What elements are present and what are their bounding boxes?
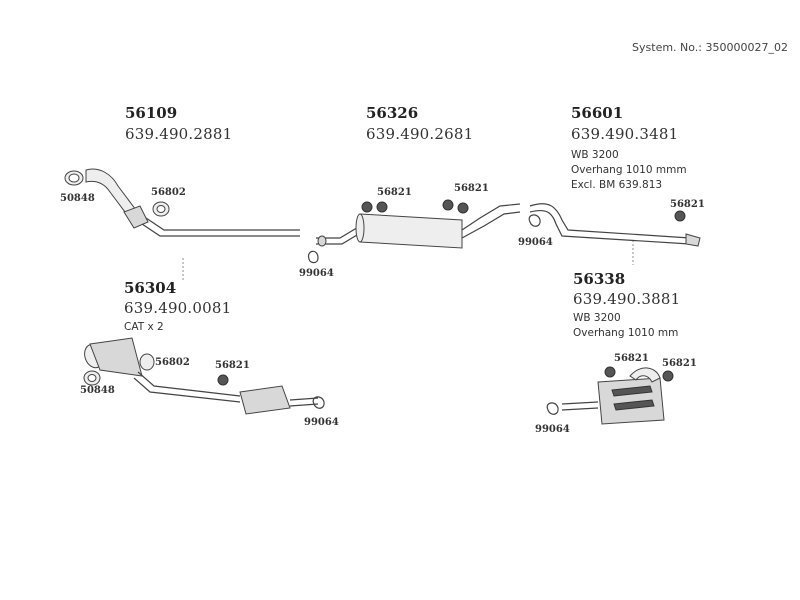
gasket-56802-bottom [139, 353, 155, 371]
label-50848-top: 50848 [60, 193, 95, 204]
label-99064-c: 99064 [304, 417, 339, 428]
ring-56821-a [361, 201, 373, 213]
ring-56821-b [442, 199, 454, 211]
label-56821-a: 56821 [377, 187, 412, 198]
cat-outlet-pipe [289, 397, 319, 407]
alt-muffler-body [597, 377, 665, 425]
part-number-rear-muffler: 56601 [571, 104, 624, 122]
alt-inlet-pipe [561, 401, 599, 411]
tail-pipe-up [629, 367, 661, 383]
front-pipe-56109 [64, 168, 300, 237]
center-muffler-body [359, 213, 463, 249]
note-line: WB 3200 [571, 149, 619, 161]
clamp-99064-c [312, 396, 325, 409]
clamp-99064-a [307, 250, 319, 264]
rear-muffler-56338 [546, 366, 674, 425]
clamp-99064-d [546, 402, 559, 415]
clamp-99064-b [528, 214, 541, 227]
part-number-rear-muffler-alt: 56338 [573, 270, 626, 288]
rear-muffler-alt-notes: WB 3200 Overhang 1010 mm [573, 311, 678, 341]
label-56802-top: 56802 [151, 187, 186, 198]
label-99064-d: 99064 [535, 424, 570, 435]
note-line: Overhang 1010 mm [573, 327, 679, 339]
second-cat-body [239, 385, 291, 415]
label-56821-e: 56821 [614, 353, 649, 364]
note-line: Overhang 1010 mmm [571, 164, 687, 176]
part-number-front-pipe: 56109 [125, 104, 178, 122]
system-number: System. No.: 350000027_02 [632, 41, 788, 54]
front-pipe-body [141, 217, 300, 237]
rear-pipe-body [529, 203, 691, 245]
part-number-center-muffler: 56326 [366, 104, 419, 122]
cat-pipe-body [133, 371, 241, 403]
cat-converter-body [89, 337, 143, 377]
label-99064-a: 99064 [299, 268, 334, 279]
gasket-hole [87, 374, 97, 382]
label-56821-b: 56821 [454, 183, 489, 194]
cat-pipe-56304 [83, 337, 325, 415]
label-56821-f: 56821 [662, 358, 697, 369]
oem-number-cat-pipe: 639.490.0081 [124, 299, 232, 317]
note-line: Excl. BM 639.813 [571, 179, 663, 191]
ring-56821-b2 [457, 202, 469, 214]
cat-pipe-note: CAT x 2 [124, 321, 164, 333]
label-50848-bottom: 50848 [80, 385, 115, 396]
label-99064-b: 99064 [518, 237, 553, 248]
oem-number-center-muffler: 639.490.2681 [366, 125, 474, 143]
muffler-cap [355, 213, 365, 243]
ring-56821-e [604, 366, 616, 378]
y-pipe-inlet [85, 168, 137, 217]
gasket-hole [156, 205, 166, 213]
oem-number-rear-muffler-alt: 639.490.3881 [573, 290, 681, 308]
note-line: WB 3200 [573, 312, 621, 324]
ring-56821-d [217, 374, 229, 386]
center-muffler-56326 [307, 199, 521, 264]
rear-muffler-notes: WB 3200 Overhang 1010 mmm Excl. BM 639.8… [571, 148, 687, 193]
center-outlet-pipe [461, 203, 521, 239]
label-56821-c: 56821 [670, 199, 705, 210]
ring-56821-a2 [376, 201, 388, 213]
tail-tip [685, 233, 701, 247]
part-number-cat-pipe: 56304 [124, 279, 177, 297]
muffler-stripe [611, 385, 653, 397]
label-56802-bottom: 56802 [155, 357, 190, 368]
label-56821-d: 56821 [215, 360, 250, 371]
ring-56821-c [674, 210, 686, 222]
pipe-end [317, 235, 327, 247]
oem-number-rear-muffler: 639.490.3481 [571, 125, 679, 143]
muffler-stripe [613, 399, 655, 411]
gasket-hole [68, 173, 80, 183]
rear-pipe-56601 [528, 203, 701, 247]
flange [123, 205, 149, 229]
oem-number-front-pipe: 639.490.2881 [125, 125, 233, 143]
ring-56821-f [662, 370, 674, 382]
